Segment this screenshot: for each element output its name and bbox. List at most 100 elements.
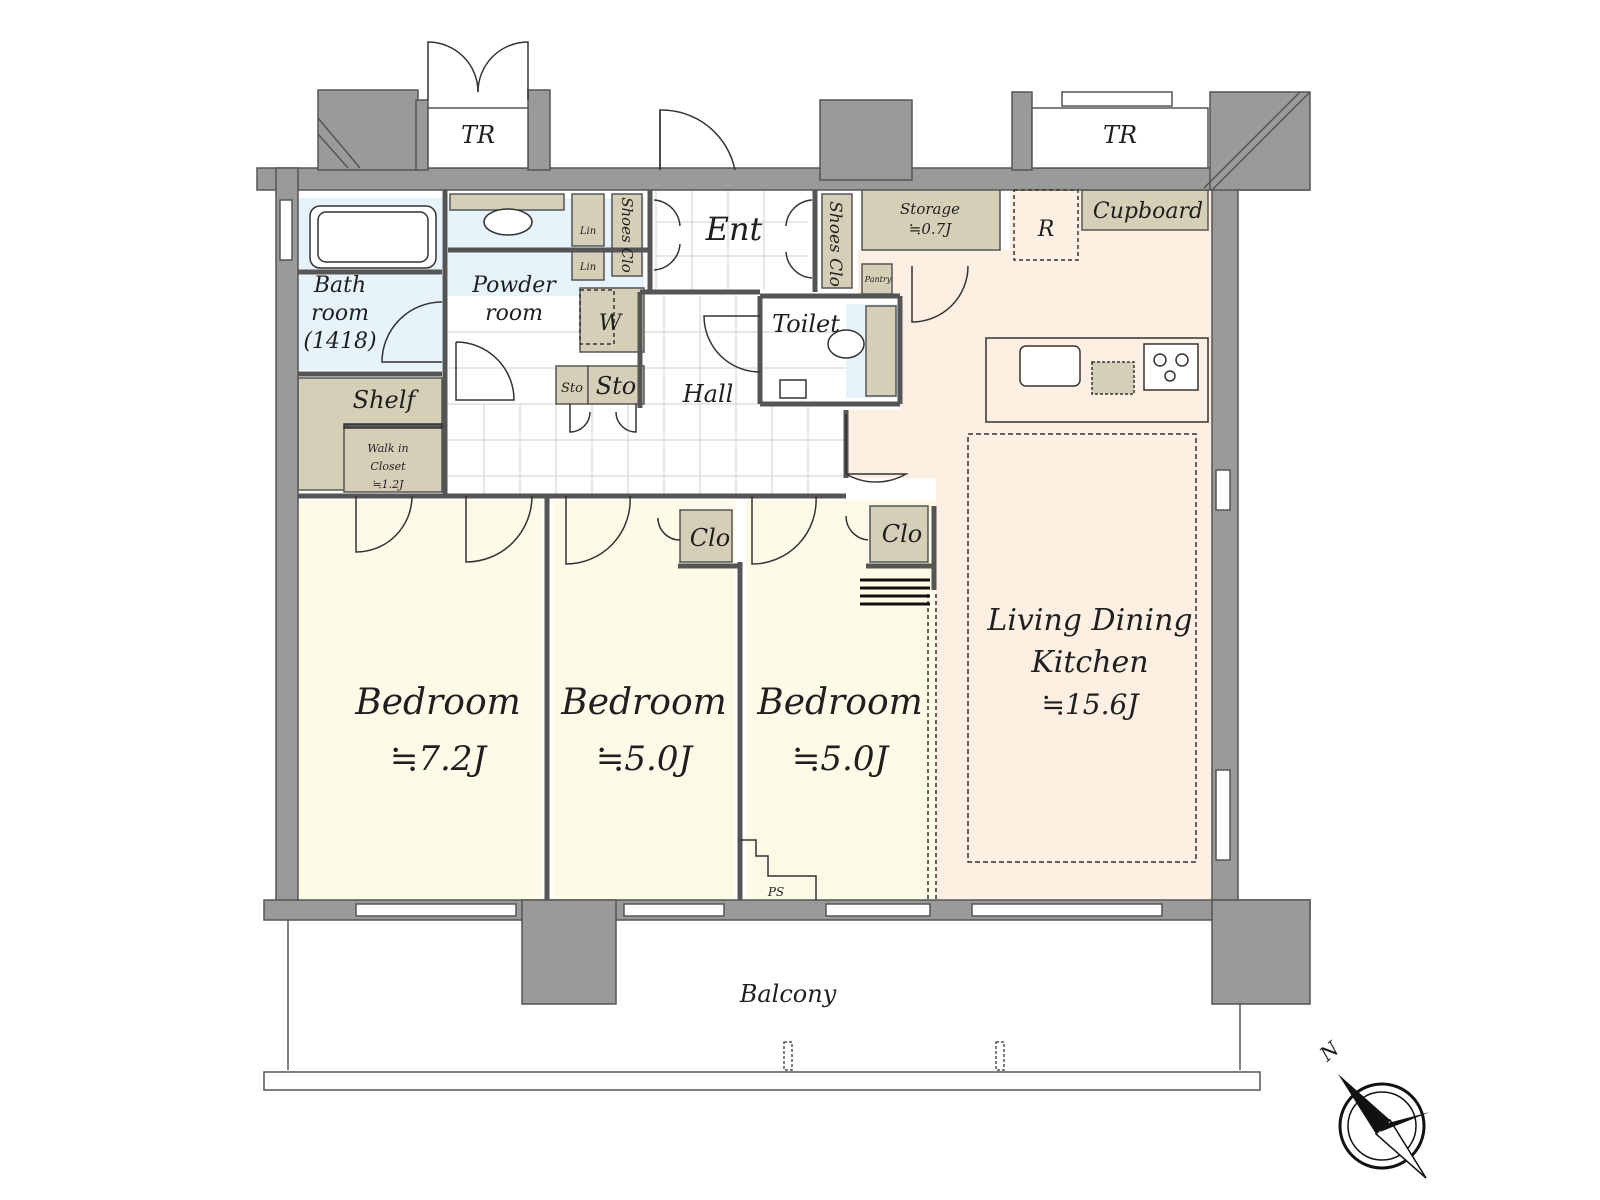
shelf-label: Shelf [353, 386, 420, 414]
window-left-1 [279, 199, 293, 261]
tr-right-box [1031, 107, 1209, 169]
bedroom3-door [751, 495, 817, 565]
balcony-drain-1 [783, 1041, 793, 1071]
bath-label-1: Bath [313, 273, 366, 298]
balcony [263, 920, 1261, 1091]
sto-small-label: Sto [561, 381, 583, 396]
powder-cab-door-1 [569, 404, 591, 433]
compass-cross-east [1380, 1112, 1430, 1132]
compass: N [1314, 1035, 1430, 1179]
ldk-rug [967, 433, 1197, 863]
tr-left-wall-l [415, 99, 429, 171]
compass-north-label: N [1314, 1035, 1345, 1066]
tr-left-door-2 [477, 41, 529, 100]
hall-door-ldk [845, 414, 909, 483]
kitchen-stove [1143, 343, 1199, 391]
shoes-door-r-2 [785, 251, 813, 279]
bathtub-inner [317, 211, 429, 263]
ps-label: PS [767, 885, 784, 899]
shoes-clo-left-label: Shoes Clo [618, 197, 636, 273]
windows [279, 91, 1231, 917]
window-top-right [1061, 91, 1173, 107]
labels: TR TR Ent Shoes Clo Shoes Clo Storage ≒0… [303, 121, 1203, 1008]
wic-label-2: Closet [370, 460, 406, 473]
shoes-door-l-1 [653, 199, 681, 227]
lin-bottom-label: Lin [579, 262, 596, 273]
bedroom-2-area: ≒5.0J [596, 739, 695, 779]
bedroom-1-area: ≒7.2J [390, 739, 489, 779]
closet-right-door [845, 515, 869, 541]
tr-left-wall-r [527, 89, 551, 171]
ps-shaft [740, 839, 817, 900]
ldk-area-label: ≒15.6J [1041, 688, 1140, 721]
fridge-space [1013, 189, 1079, 261]
hall-tile-grid [448, 188, 846, 494]
powder-cab-door-2 [615, 404, 637, 433]
bath-door [381, 301, 443, 363]
bath-label-3: (1418) [303, 329, 376, 354]
wall-hatch [317, 91, 1311, 191]
bedroom2-door [565, 495, 631, 565]
storage-label: Storage [900, 200, 960, 218]
pantry-label: Pantry [864, 275, 892, 284]
toilet-door [703, 315, 761, 373]
bedroom-3-label: Bedroom [756, 682, 923, 723]
shoes-clo-right-label: Shoes Clo [825, 201, 845, 287]
tr-left-box [427, 107, 529, 169]
bath-label-2: room [311, 301, 369, 326]
window-b1 [355, 903, 517, 917]
washer-dashed [579, 289, 615, 345]
bedroom-3-area: ≒5.0J [792, 739, 891, 779]
tr-boxes [427, 107, 1209, 169]
sto-large-label: Sto [596, 372, 637, 400]
shoes-door-l-2 [653, 243, 681, 271]
ldk-label-1: Living Dining [986, 603, 1192, 638]
kitchen-prep [1091, 361, 1135, 395]
toilet-sink [779, 379, 807, 399]
washer-space [579, 287, 645, 353]
lin-top-label: Lin [579, 226, 596, 237]
closet-mid-door [657, 517, 681, 541]
storage-large [587, 365, 645, 405]
kitchen-sink [1019, 345, 1081, 387]
column-bottom-mid [521, 899, 617, 1005]
stove-burner-3 [1164, 370, 1176, 382]
column-top-mid [819, 99, 913, 181]
tr-right-wall-l [1011, 91, 1033, 171]
cupboard-label: Cupboard [1093, 199, 1203, 224]
compass-needle-north [1338, 1074, 1390, 1134]
column-top-left [317, 89, 419, 171]
storage-area-label: ≒0.7J [909, 220, 952, 238]
partitions [298, 190, 937, 900]
wic-area-label: ≒1.2J [372, 478, 404, 491]
entrance-label: Ent [705, 210, 763, 248]
powder-door [455, 341, 515, 401]
powder-sink [483, 208, 533, 236]
bedroom-1-fill [298, 500, 542, 900]
hall-label: Hall [682, 380, 734, 408]
window-right-2 [1215, 769, 1231, 861]
tr-left-door-1 [427, 41, 479, 100]
room-fills [298, 188, 1212, 900]
powder-label-2: room [485, 301, 543, 326]
bedroom-2-label: Bedroom [560, 682, 727, 723]
ldk-label-2: Kitchen [1030, 645, 1148, 680]
balcony-rail [263, 1071, 1261, 1091]
storage-room [861, 185, 1001, 251]
window-ldk [971, 903, 1163, 917]
clo-mid-label: Clo [690, 524, 731, 552]
closet-mid [679, 509, 733, 563]
entrance-door [659, 109, 736, 171]
balcony-drain-2 [995, 1041, 1005, 1071]
bedroom-1-label: Bedroom [354, 682, 521, 723]
left-wall [275, 167, 299, 909]
doors [355, 41, 969, 565]
window-b2 [623, 903, 725, 917]
stove-burner-1 [1153, 353, 1167, 367]
powder-counter-top [449, 193, 565, 211]
window-right-1 [1215, 469, 1231, 511]
tr-left-label: TR [461, 121, 495, 149]
fixtures [309, 189, 1209, 900]
window-b3 [825, 903, 931, 917]
